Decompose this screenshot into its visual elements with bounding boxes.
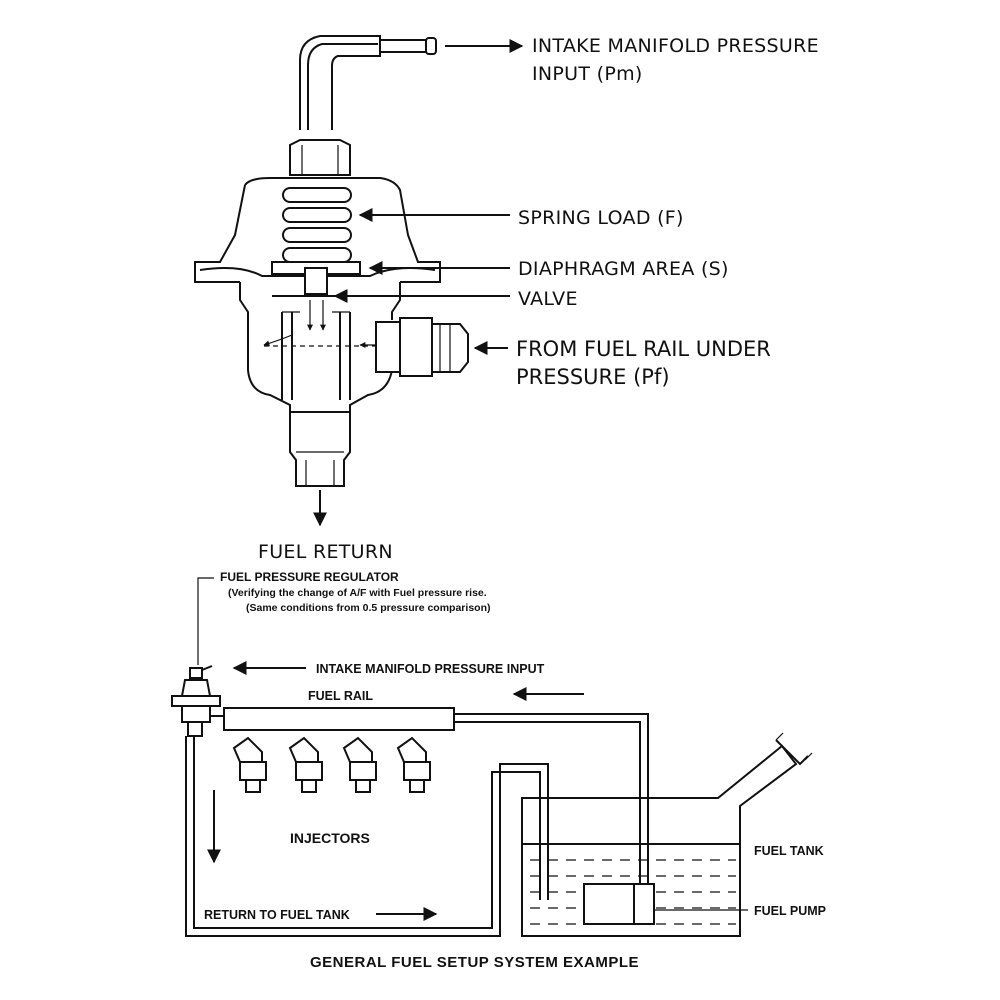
lower-housing-left bbox=[239, 282, 291, 412]
valve-stem bbox=[304, 267, 328, 295]
injector-2 bbox=[288, 736, 323, 793]
label-fuel-rail: FUEL RAIL bbox=[308, 689, 373, 703]
label-valve: VALVE bbox=[518, 288, 578, 310]
injector-1 bbox=[232, 736, 267, 793]
fuel-liquid-dashes bbox=[530, 859, 736, 925]
supply-line-inner bbox=[454, 721, 641, 884]
label-regulator-note2: (Same conditions from 0.5 pressure compa… bbox=[246, 602, 490, 614]
top-label-arrows bbox=[333, 39, 524, 355]
upper-housing-right bbox=[244, 177, 441, 283]
label-fuel-rail-line2: PRESSURE (Pf) bbox=[516, 365, 670, 389]
diagram-caption: GENERAL FUEL SETUP SYSTEM EXAMPLE bbox=[310, 954, 639, 971]
label-regulator-title: FUEL PRESSURE REGULATOR bbox=[220, 570, 399, 584]
inlet-boss bbox=[375, 321, 401, 373]
label-intake-line1: INTAKE MANIFOLD PRESSURE bbox=[532, 35, 819, 57]
top-nut bbox=[289, 139, 351, 176]
label-injectors: INJECTORS bbox=[290, 830, 370, 846]
supply-line-outer bbox=[454, 713, 649, 884]
lower-housing-right bbox=[349, 369, 393, 412]
upper-housing-left bbox=[194, 184, 246, 283]
label-fuel-tank: FUEL TANK bbox=[754, 844, 824, 858]
fuel-pump bbox=[583, 883, 655, 925]
label-return-to-tank: RETURN TO FUEL TANK bbox=[204, 908, 350, 922]
return-line-outer bbox=[185, 736, 549, 937]
injector-3 bbox=[342, 736, 377, 793]
label-intake-line2: INPUT (Pm) bbox=[532, 63, 643, 85]
regulator-cross-section bbox=[194, 35, 469, 527]
fuel-rail bbox=[223, 707, 455, 731]
label-fuel-return: FUEL RETURN bbox=[258, 541, 393, 563]
fuel-system-schematic bbox=[171, 577, 813, 937]
fuel-tank bbox=[521, 744, 798, 937]
return-fitting bbox=[289, 411, 351, 487]
label-intake-input: INTAKE MANIFOLD PRESSURE INPUT bbox=[316, 662, 545, 676]
inlet-nut bbox=[399, 317, 433, 377]
return-line-inner bbox=[193, 736, 541, 929]
label-regulator-note1: (Verifying the change of A/F with Fuel p… bbox=[228, 587, 487, 599]
small-regulator bbox=[171, 665, 221, 737]
label-fuel-rail-line1: FROM FUEL RAIL UNDER bbox=[516, 337, 771, 361]
injector-4 bbox=[396, 736, 431, 793]
intake-nipple bbox=[379, 39, 429, 53]
spring bbox=[282, 187, 352, 263]
label-diaphragm-area: DIAPHRAGM AREA (S) bbox=[518, 258, 729, 280]
regulator-pointer bbox=[197, 577, 214, 665]
label-fuel-pump: FUEL PUMP bbox=[754, 904, 826, 918]
label-spring-load: SPRING LOAD (F) bbox=[518, 207, 684, 229]
